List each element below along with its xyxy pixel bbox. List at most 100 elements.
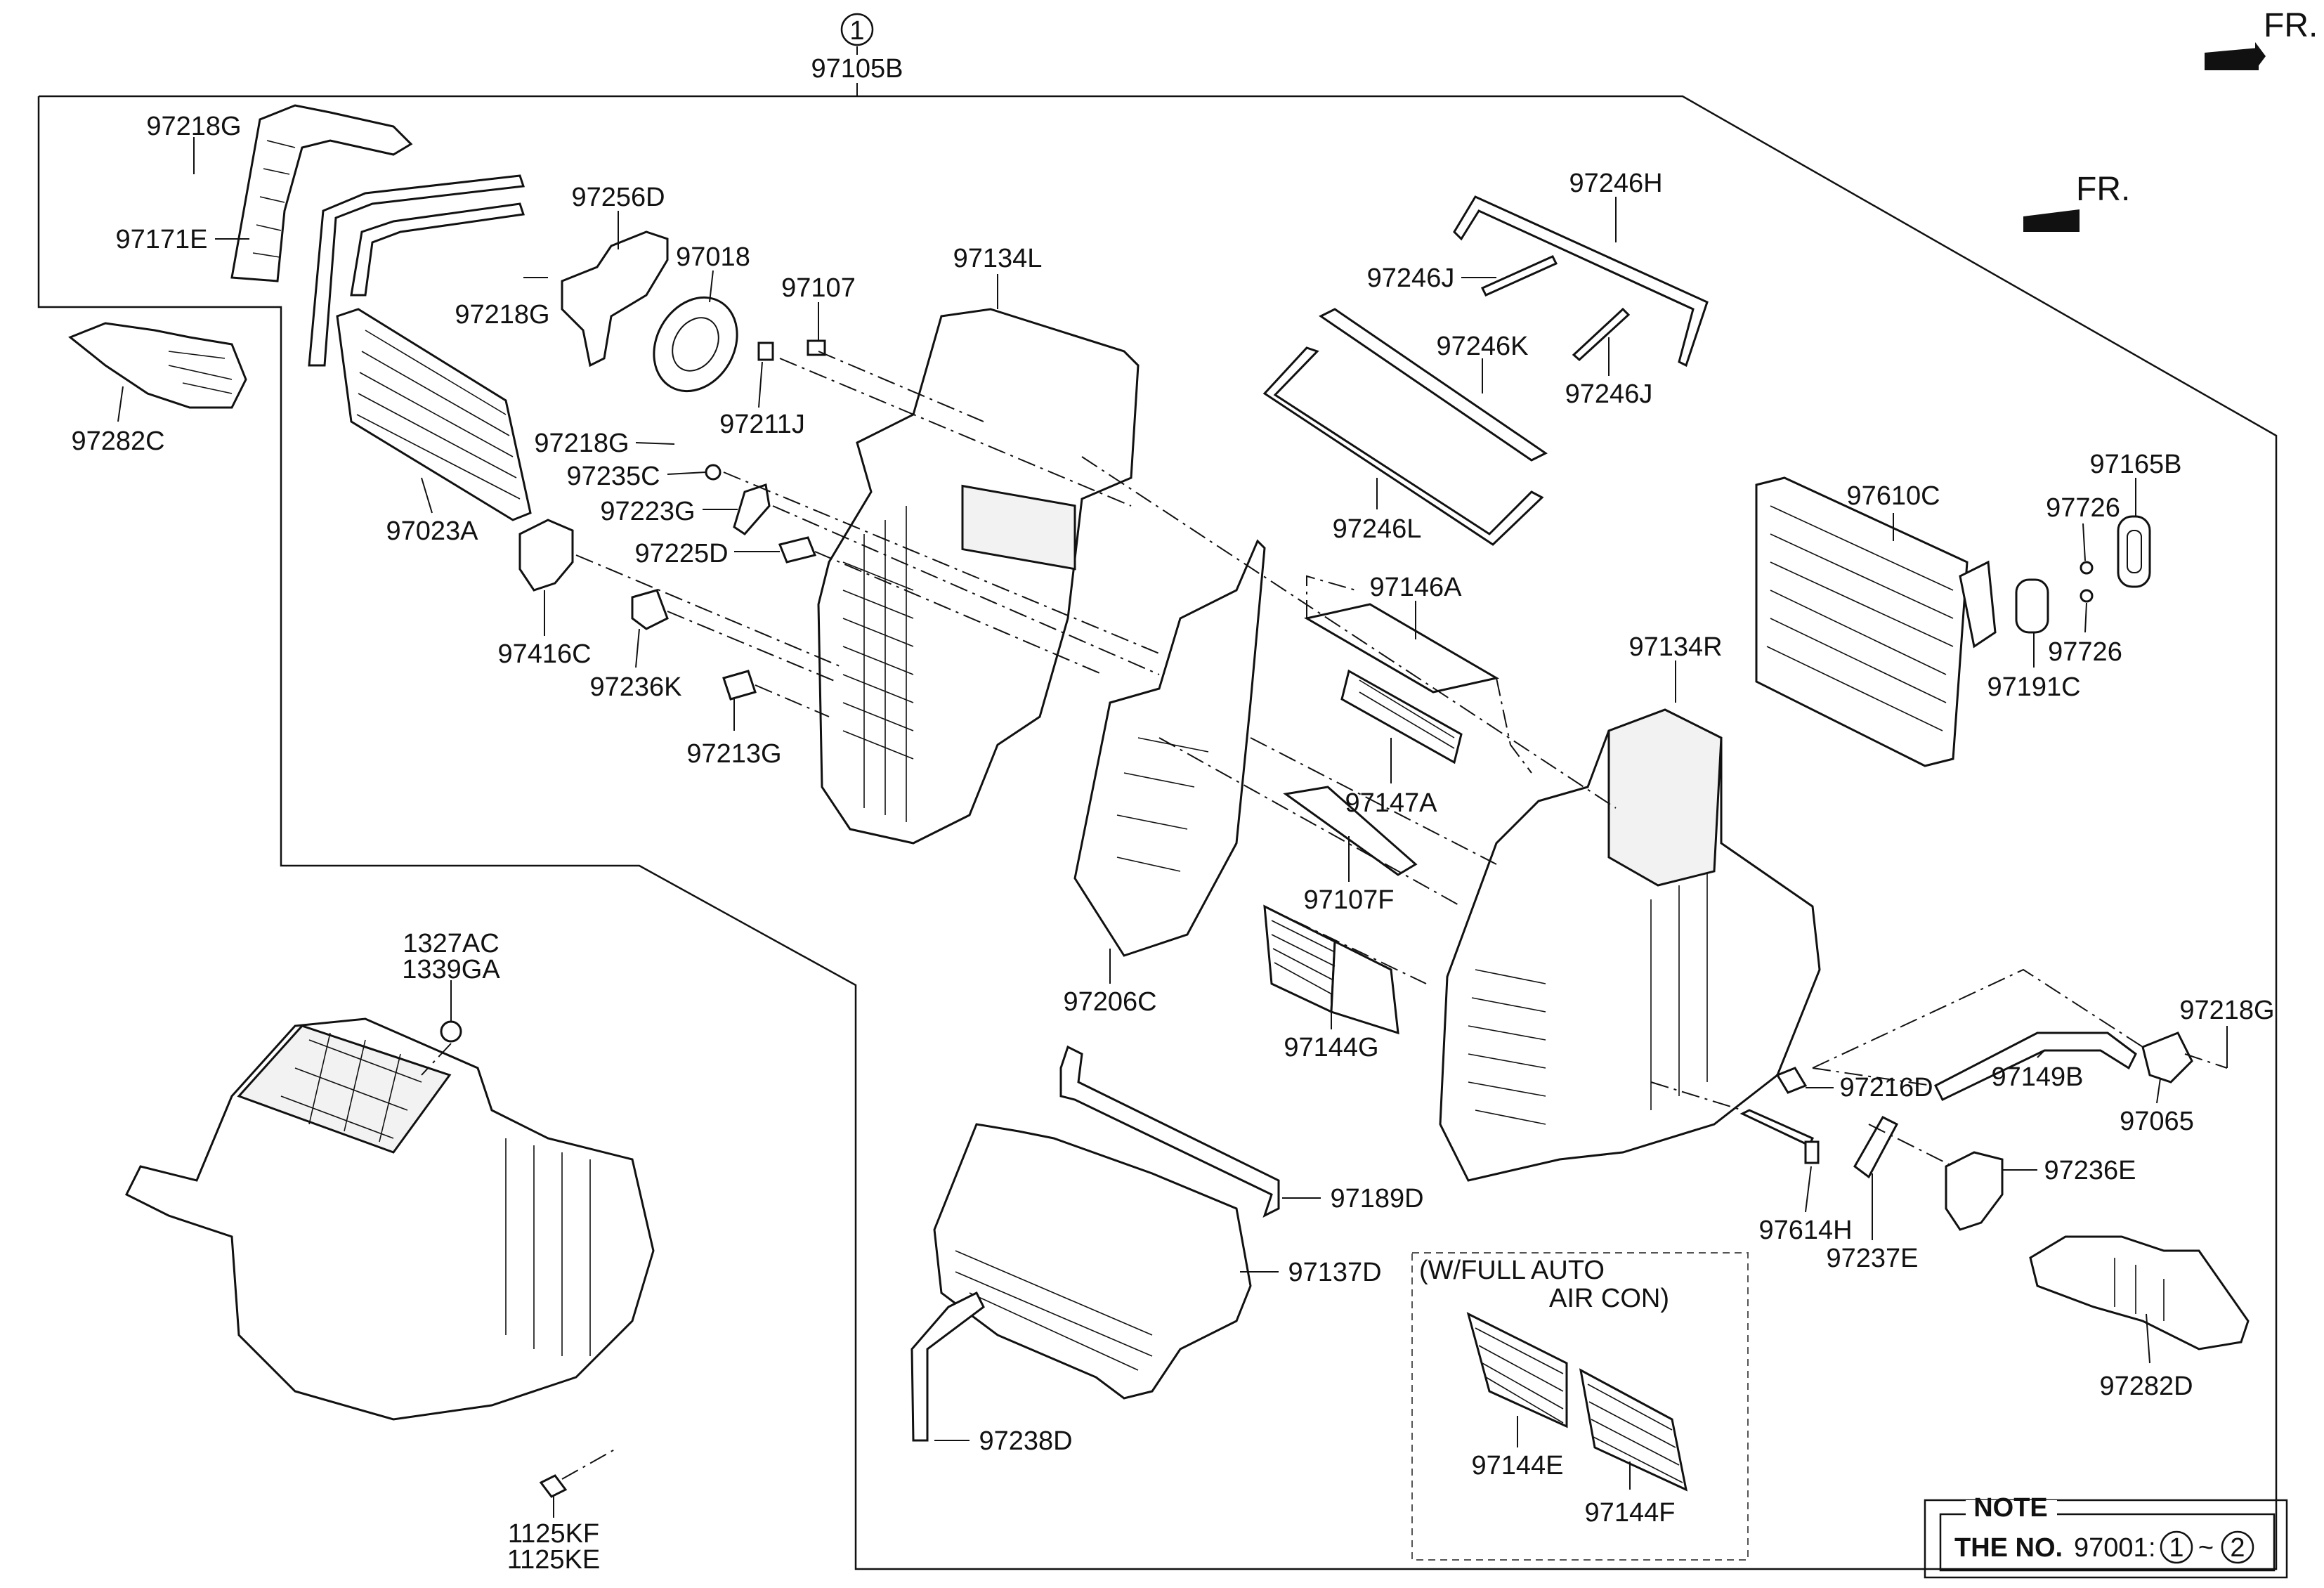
note-outer: [1924, 1499, 2288, 1579]
label-1125KE: 1125KE: [507, 1545, 600, 1575]
note-inner: [1939, 1513, 2276, 1572]
label-97256D: 97256D: [571, 183, 665, 212]
dash-2: [818, 351, 984, 422]
label-97147A: 97147A: [1345, 788, 1437, 818]
dash-5: [814, 551, 1104, 675]
seal-97246J-b: [1572, 307, 1631, 362]
gasket-97165B-inner: [2127, 530, 2142, 573]
duct-97282C: [68, 322, 247, 409]
actuator-97236E: [1945, 1151, 2004, 1231]
filter-97144E-mesh: [1475, 1327, 1564, 1424]
dash-11: [1250, 737, 1497, 865]
leader-97211J: [758, 361, 763, 408]
label-97216D: 97216D: [1839, 1073, 1933, 1102]
note-circle-from: [2160, 1530, 2193, 1564]
drain-hose-97238D: [910, 1291, 985, 1442]
label-1327AC: 1327AC: [403, 929, 499, 958]
label-97238D: 97238D: [979, 1426, 1072, 1456]
label-97191C: 97191C: [1987, 672, 2080, 702]
label-97218G-a: 97218G: [146, 112, 241, 141]
leader-97065: [2156, 1078, 2161, 1104]
leader-97726-a: [2082, 523, 2086, 561]
assembled-unit-top: [237, 1024, 452, 1154]
evaporator-97610C: [1755, 476, 1969, 767]
heater-core-fins: [356, 330, 521, 500]
filter-97144F-mesh: [1587, 1384, 1683, 1483]
dash-13: [1496, 677, 1532, 774]
dash-7: [667, 611, 837, 682]
evaporator-fins: [1766, 505, 1954, 731]
label-97218G-b: 97218G: [455, 300, 549, 330]
label-1339GA: 1339GA: [402, 955, 500, 984]
case-left-grid: [842, 506, 914, 822]
note-dash: ~: [2198, 1533, 2214, 1563]
label-97416C: 97416C: [497, 639, 591, 669]
label-97223G: 97223G: [600, 497, 695, 526]
label-97236K: 97236K: [589, 672, 681, 702]
assembled-unit-grid: [280, 1032, 422, 1143]
leader-97235C: [667, 471, 707, 475]
front-arrow-mid: FR.: [2023, 171, 2130, 232]
dash-10: [1158, 737, 1462, 907]
front-arrow-mid-icon: [2023, 209, 2080, 232]
assembled-unit-view: [124, 1017, 655, 1498]
label-97134R: 97134R: [1628, 632, 1722, 662]
motor-97018: [653, 296, 738, 393]
label-1125KF: 1125KF: [508, 1519, 599, 1549]
note-circle-to: [2221, 1530, 2254, 1564]
bolt-1125KF: [539, 1474, 568, 1498]
label-97107: 97107: [781, 273, 856, 303]
label-97137D: 97137D: [1288, 1258, 1381, 1287]
sensor-97065: [2141, 1031, 2193, 1083]
clip-97216D: [1775, 1067, 1808, 1094]
dash-12: [1306, 575, 1357, 618]
flap-97146A: [1303, 603, 1500, 694]
assembled-unit-body: [124, 1017, 655, 1421]
callout-labels: 97218G 97171E 97282C 97023A 97256D 97218…: [71, 112, 2274, 1575]
rod-97614H-cap: [1804, 1140, 1820, 1164]
option-box-full-auto: (W/FULL AUTO AIR CON) 97144E 97144F: [1411, 1252, 1749, 1561]
note-title-bg: [1966, 1500, 2057, 1518]
option-box-line2: AIR CON): [1549, 1284, 1669, 1313]
label-97236E: 97236E: [2044, 1156, 2136, 1185]
filter-97144F: [1579, 1368, 1688, 1492]
dash-17: [2184, 1053, 2228, 1069]
seal-97246J-a: [1480, 255, 1558, 297]
heater-pipes: [308, 174, 525, 367]
label-97726-a: 97726: [2046, 493, 2120, 523]
leader-97726-b: [2084, 602, 2087, 633]
option-box-border: [1411, 1252, 1749, 1561]
assembly-part-number: 97105B: [811, 54, 903, 84]
hose-97149B: [1933, 1031, 2137, 1101]
dash-15: [1812, 1067, 1933, 1086]
assembly-boundary: [37, 95, 2278, 1570]
oring-97726-a: [2080, 561, 2094, 575]
leader-97023A: [421, 477, 433, 514]
label-97282C: 97282C: [71, 427, 164, 456]
dash-9: [1081, 456, 1617, 809]
bolt-dash: [561, 1447, 619, 1480]
dash-14: [1264, 906, 1427, 984]
duct-97282C-detail: [168, 351, 233, 394]
note-to: 2: [2230, 1533, 2245, 1563]
heater-pipes-2: [350, 202, 525, 297]
label-97614H: 97614H: [1758, 1216, 1852, 1245]
flap-97107F: [1283, 786, 1418, 876]
bracket-97237E: [1853, 1116, 1899, 1179]
leader-97018: [709, 270, 714, 303]
label-97246J-b: 97246J: [1565, 379, 1653, 409]
plate-97191C: [2015, 578, 2049, 634]
dash-4: [772, 505, 1160, 675]
rod-97614H: [1739, 1109, 1815, 1147]
case-right-grid: [1468, 871, 1708, 1125]
assembly-ref: 1 97105B: [811, 13, 903, 96]
seal-97246K: [1319, 308, 1548, 462]
motor-97018-inner: [672, 317, 719, 372]
case-left-opening: [961, 484, 1076, 571]
actuator-97416C: [518, 519, 574, 592]
label-97218G-c: 97218G: [534, 429, 629, 458]
note-number: 97001: [2074, 1533, 2148, 1563]
clip-97211J: [757, 341, 774, 361]
option-box-line1: (W/FULL AUTO: [1419, 1256, 1605, 1285]
